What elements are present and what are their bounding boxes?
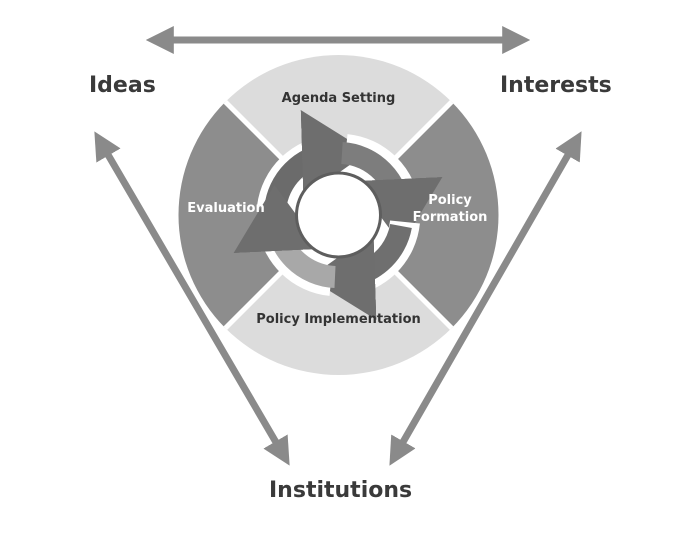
ideas-label: Ideas [89,73,156,98]
evaluation-label: Evaluation [187,201,264,216]
cycle-arc-top-right [340,142,443,245]
policy-formation-label-line2: Formation [413,210,488,225]
institutions-label: Institutions [269,478,413,503]
policy-formation-label-line1: Policy [428,193,472,208]
interests-institutions-arrow [389,131,582,466]
policy-implementation-label: Policy Implementation [256,312,421,327]
interests-label: Interests [500,73,612,98]
cycle-arc-bottom-left [233,185,337,288]
agenda-setting-label: Agenda Setting [282,91,396,106]
cycle-center [295,171,382,259]
cycle-arc-bottom-right [309,223,412,320]
ideas-institutions-arrow [94,131,290,466]
cycle-arrows [233,110,443,320]
